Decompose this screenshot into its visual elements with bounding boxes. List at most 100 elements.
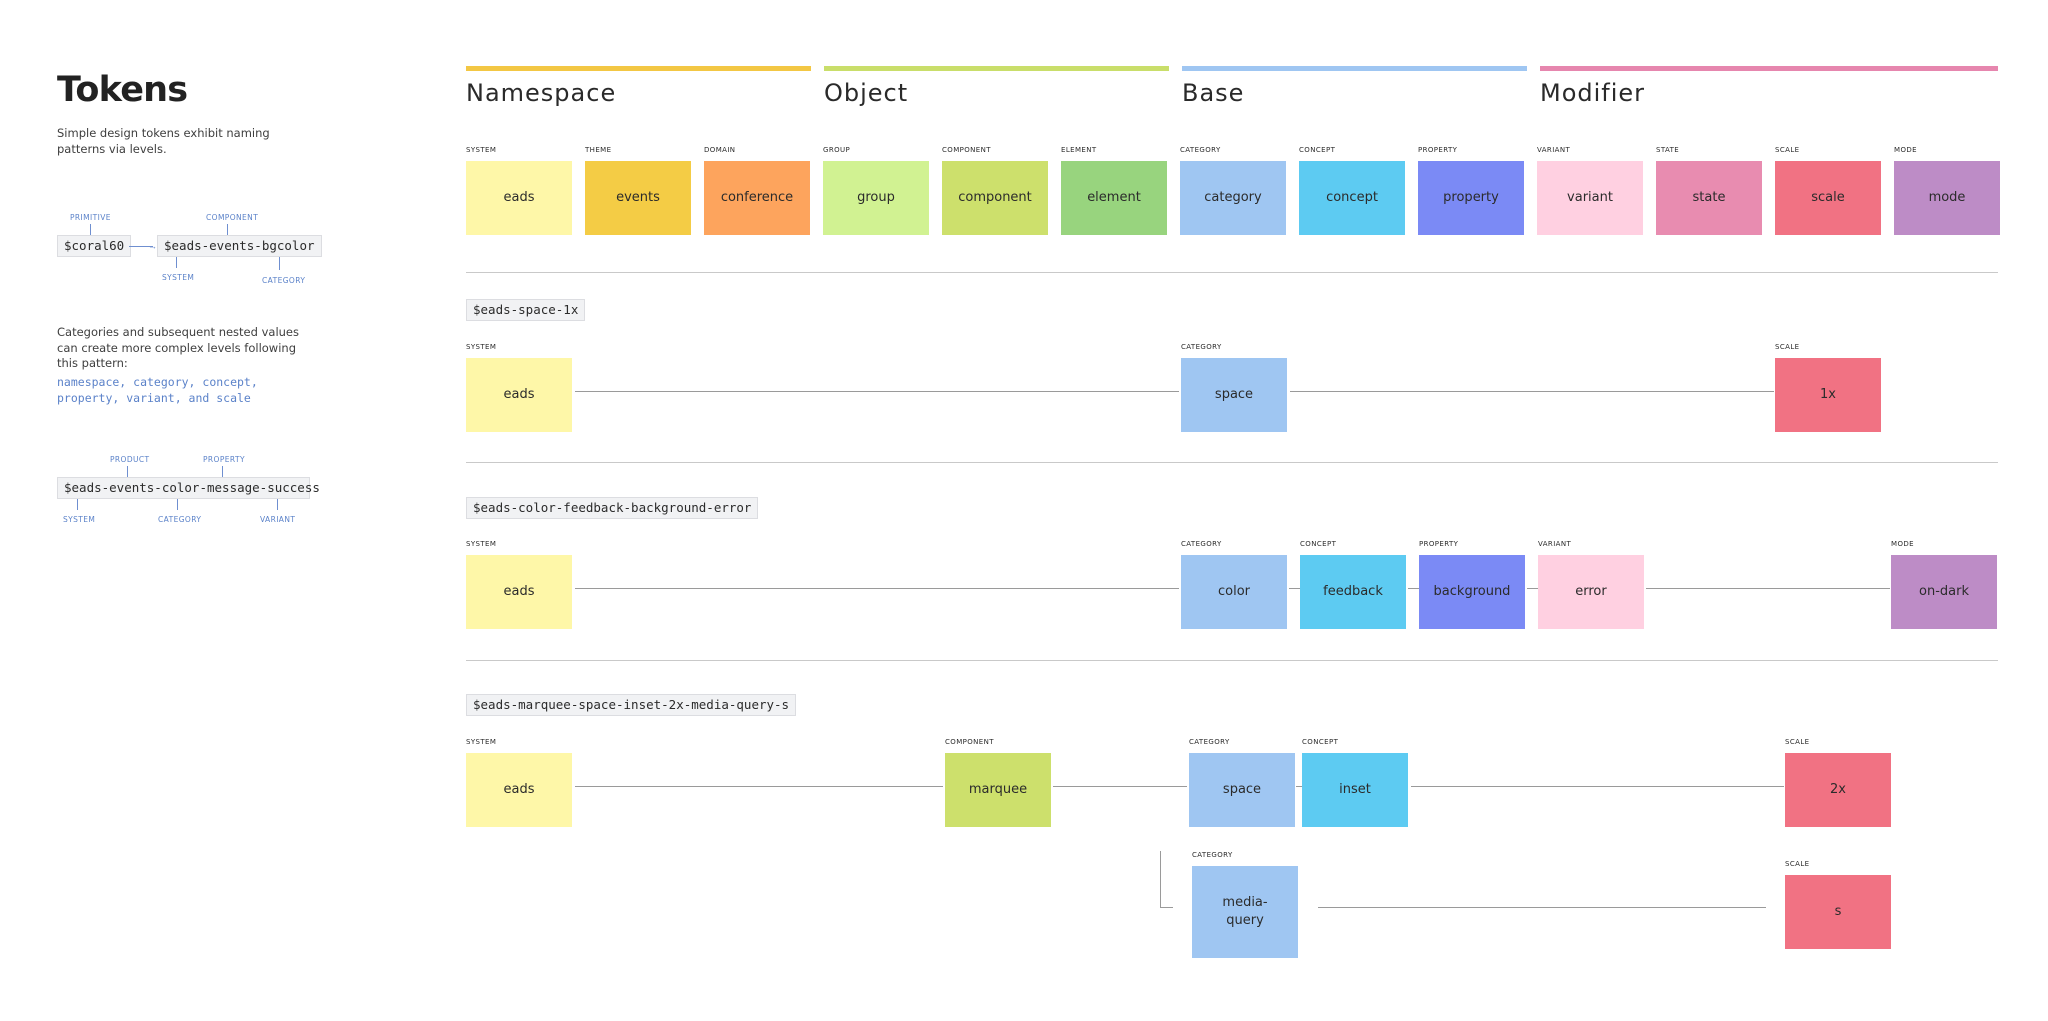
- level-label: SYSTEM: [466, 540, 497, 548]
- connector: [1411, 786, 1784, 787]
- level-box-category: color: [1181, 555, 1287, 629]
- connector: [1408, 588, 1420, 589]
- group-bar-modifier: [1540, 66, 1998, 71]
- group-bar-namespace: [466, 66, 811, 71]
- connector: [1289, 588, 1301, 589]
- group-heading-namespace: Namespace: [466, 79, 617, 107]
- level-label: PROPERTY: [1419, 540, 1459, 548]
- connector: [575, 588, 1179, 589]
- label-category: CATEGORY: [158, 515, 202, 524]
- level-label: MODE: [1894, 146, 1917, 154]
- group-heading-object: Object: [824, 79, 909, 107]
- level-box-component: marquee: [945, 753, 1051, 827]
- level-label: THEME: [585, 146, 612, 154]
- pattern-text: namespace, category, concept, property, …: [57, 374, 258, 406]
- level-label: CONCEPT: [1300, 540, 1337, 548]
- page-title: Tokens: [57, 70, 188, 110]
- group-heading-base: Base: [1182, 79, 1245, 107]
- tick: [227, 224, 228, 235]
- level-box-property: property: [1418, 161, 1524, 235]
- level-box-category: space: [1181, 358, 1287, 432]
- example-token: $eads-color-feedback-background-error: [466, 497, 759, 519]
- level-label: CATEGORY: [1192, 851, 1233, 859]
- level-label: PROPERTY: [1418, 146, 1458, 154]
- label-product: PRODUCT: [110, 455, 150, 464]
- level-label: CATEGORY: [1180, 146, 1221, 154]
- level-label: SCALE: [1775, 146, 1800, 154]
- level-label: MODE: [1891, 540, 1914, 548]
- connector: [575, 391, 1179, 392]
- level-box-system: eads: [466, 753, 572, 827]
- level-label: SYSTEM: [466, 343, 497, 351]
- level-label: SCALE: [1775, 343, 1800, 351]
- level-box-scale: s: [1785, 875, 1891, 949]
- tick: [279, 257, 280, 270]
- level-box-system: eads: [466, 555, 572, 629]
- level-label: VARIANT: [1537, 146, 1571, 154]
- divider: [466, 462, 1998, 463]
- level-label: ELEMENT: [1061, 146, 1097, 154]
- level-box-concept: feedback: [1300, 555, 1406, 629]
- level-box-category: space: [1189, 753, 1295, 827]
- level-label: CONCEPT: [1299, 146, 1336, 154]
- level-label: SYSTEM: [466, 146, 497, 154]
- intro-text: Simple design tokens exhibit naming patt…: [57, 126, 270, 157]
- tick: [77, 499, 78, 510]
- tick: [277, 499, 278, 510]
- divider: [466, 660, 1998, 661]
- level-label: CATEGORY: [1181, 540, 1222, 548]
- label-primitive: PRIMITIVE: [70, 213, 111, 222]
- label-variant: VARIANT: [260, 515, 296, 524]
- intro-line: Simple design tokens exhibit naming: [57, 126, 270, 140]
- nested-token: $eads-events-color-message-success: [57, 477, 320, 499]
- level-box-category: media- query: [1192, 866, 1298, 958]
- level-box-component: component: [942, 161, 1048, 235]
- level-label: GROUP: [823, 146, 851, 154]
- level-box-state: state: [1656, 161, 1762, 235]
- primitive-token: $coral60: [57, 235, 132, 257]
- group-heading-modifier: Modifier: [1540, 79, 1646, 107]
- level-box-scale: 2x: [1785, 753, 1891, 827]
- label-property: PROPERTY: [203, 455, 245, 464]
- connector: [1296, 786, 1302, 787]
- group-bar-base: [1182, 66, 1527, 71]
- level-box-property: background: [1419, 555, 1525, 629]
- label-component: COMPONENT: [206, 213, 259, 222]
- body-text: Categories and subsequent nested values …: [57, 325, 299, 372]
- label-system: SYSTEM: [63, 515, 96, 524]
- connector: [1646, 588, 1890, 589]
- divider: [466, 272, 1998, 273]
- level-label: SCALE: [1785, 738, 1810, 746]
- connector: [575, 786, 943, 787]
- body-line: Categories and subsequent nested values: [57, 325, 299, 339]
- level-label: VARIANT: [1538, 540, 1572, 548]
- arrow-line: [129, 246, 153, 247]
- level-box-scale: scale: [1775, 161, 1881, 235]
- intro-line: patterns via levels.: [57, 141, 167, 156]
- level-label: DOMAIN: [704, 146, 736, 154]
- level-box-concept: concept: [1299, 161, 1405, 235]
- level-box-domain: conference: [704, 161, 810, 235]
- level-label: COMPONENT: [942, 146, 991, 154]
- level-label: SCALE: [1785, 860, 1810, 868]
- example-token: $eads-marquee-space-inset-2x-media-query…: [466, 694, 797, 716]
- level-box-theme: events: [585, 161, 691, 235]
- level-box-variant: variant: [1537, 161, 1643, 235]
- level-label: STATE: [1656, 146, 1680, 154]
- level-box-system: eads: [466, 161, 572, 235]
- body-line: can create more complex levels following: [57, 340, 297, 355]
- level-box-scale: 1x: [1775, 358, 1881, 432]
- level-label: SYSTEM: [466, 738, 497, 746]
- tick: [177, 499, 178, 510]
- pattern-line: property, variant, and scale: [57, 391, 251, 405]
- label-system: SYSTEM: [162, 273, 195, 282]
- connector: [1053, 786, 1187, 787]
- group-bar-object: [824, 66, 1169, 71]
- body-line: this pattern:: [57, 356, 128, 370]
- level-box-mode: mode: [1894, 161, 2000, 235]
- level-box-mode: on-dark: [1891, 555, 1997, 629]
- level-box-category: category: [1180, 161, 1286, 235]
- component-token: $eads-events-bgcolor: [157, 235, 322, 257]
- level-box-system: eads: [466, 358, 572, 432]
- connector: [1290, 391, 1774, 392]
